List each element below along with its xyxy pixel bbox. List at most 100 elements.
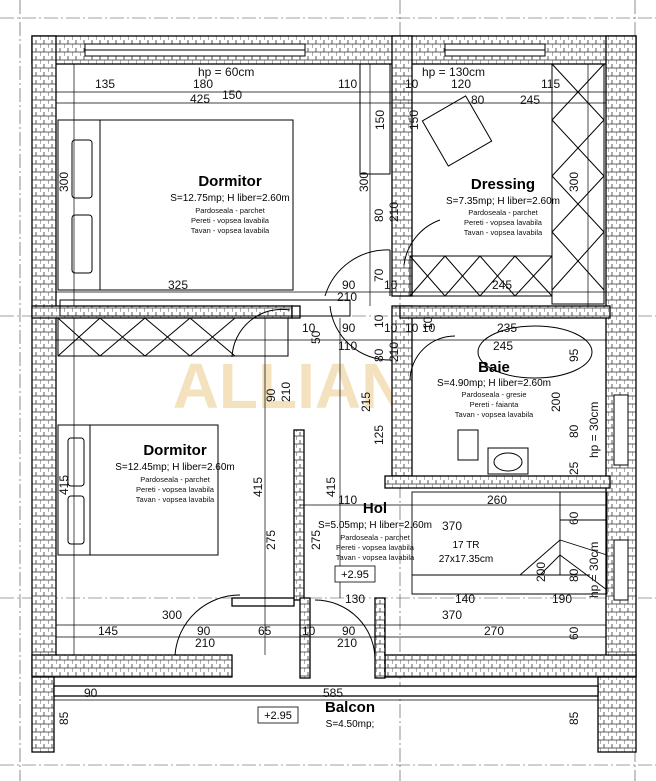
dimension-lines bbox=[54, 64, 606, 701]
dim-label: 90 bbox=[84, 686, 98, 700]
dim-label: 245 bbox=[492, 278, 512, 292]
dim-label: 10 bbox=[302, 624, 316, 638]
dim-label: 150 bbox=[373, 110, 387, 130]
dim-label: 370 bbox=[442, 519, 462, 533]
dim-label: 115 bbox=[541, 77, 560, 91]
dim-label: 245 bbox=[493, 339, 513, 353]
dim-label: 120 bbox=[451, 77, 471, 91]
dim-label: 415 bbox=[324, 477, 338, 497]
dim-label: 10 bbox=[405, 321, 419, 335]
room-area: S=5.05mp; H liber=2.60m bbox=[318, 520, 432, 531]
staircase bbox=[411, 491, 608, 595]
dim-label: 80 bbox=[372, 208, 386, 222]
dim-label: 415 bbox=[251, 477, 265, 497]
dim-label: 65 bbox=[258, 624, 272, 638]
dim-label: 110 bbox=[338, 77, 357, 91]
dim-label: 200 bbox=[534, 562, 548, 582]
dim-label: 90 bbox=[342, 278, 356, 292]
dim-label: 50 bbox=[309, 330, 323, 344]
dim-label: 10 bbox=[302, 321, 316, 335]
dim-label: 215 bbox=[359, 392, 373, 412]
dim-label: 210 bbox=[387, 202, 401, 222]
dim-label: 210 bbox=[337, 290, 357, 304]
dim-label: 10 bbox=[405, 77, 419, 91]
dim-label: 60 bbox=[567, 626, 581, 640]
room-label-dressing: Dressing S=7.35mp; H liber=2.60m Pardose… bbox=[446, 176, 560, 237]
dim-label: 90 bbox=[264, 388, 278, 402]
dim-label: 10 bbox=[421, 316, 435, 330]
dim-label: 25 bbox=[567, 461, 581, 475]
dim-label: 80 bbox=[567, 424, 581, 438]
hp-note-left: hp = 60cm bbox=[198, 65, 254, 79]
dim-label: 585 bbox=[323, 686, 343, 700]
room-finish: Pereti - vopsea lavabila bbox=[336, 543, 415, 552]
dim-label: 260 bbox=[487, 493, 507, 507]
dim-label: 425 bbox=[190, 92, 210, 106]
room-label-baie: Baie S=4.90mp; H liber=2.60m Pardoseala … bbox=[437, 359, 551, 419]
room-area: S=12.75mp; H liber=2.60m bbox=[170, 193, 290, 204]
dim-label: 80 bbox=[567, 568, 581, 582]
dim-label: 110 bbox=[338, 493, 357, 507]
dim-label: 180 bbox=[193, 77, 213, 91]
room-finish: Pardoseala - gresie bbox=[461, 390, 526, 399]
bath-fixtures bbox=[457, 325, 593, 475]
room-finish: Tavan - vopsea lavabila bbox=[464, 228, 543, 237]
room-area: S=12.45mp; H liber=2.60m bbox=[115, 462, 235, 473]
dim-label: 210 bbox=[195, 636, 215, 650]
dim-label: 90 bbox=[342, 321, 356, 335]
room-label-dormitor-1: Dormitor S=12.75mp; H liber=2.60m Pardos… bbox=[170, 173, 290, 235]
hp-note-side-bottom: hp = 30cm bbox=[587, 542, 601, 598]
hp-note-right: hp = 130cm bbox=[422, 65, 485, 79]
dim-label: 270 bbox=[484, 624, 504, 638]
dim-label: 90 bbox=[197, 624, 211, 638]
exterior-walls bbox=[31, 35, 637, 753]
dim-label: 210 bbox=[279, 382, 293, 402]
bed-top bbox=[57, 119, 294, 291]
room-name: Dormitor bbox=[143, 442, 206, 459]
wardrobe-top bbox=[59, 63, 391, 317]
dim-label: 245 bbox=[520, 93, 540, 107]
room-name: Dressing bbox=[471, 176, 535, 193]
room-finish: Pardoseala - parchet bbox=[195, 206, 266, 215]
dim-label: 210 bbox=[387, 342, 401, 362]
stairs-steps: 17 TR bbox=[452, 540, 479, 551]
desk-chair bbox=[421, 95, 493, 167]
dim-label: 85 bbox=[57, 711, 71, 725]
dim-label: 80 bbox=[471, 93, 485, 107]
watermark: ALLIAN bbox=[173, 350, 408, 422]
room-label-dormitor-2: Dormitor S=12.45mp; H liber=2.60m Pardos… bbox=[115, 442, 235, 504]
dim-label: 80 bbox=[372, 348, 386, 362]
dim-label: 210 bbox=[337, 636, 357, 650]
dim-label: 300 bbox=[162, 608, 182, 622]
level-text: +2.95 bbox=[264, 710, 292, 722]
level-marker-hol: +2.95 bbox=[334, 565, 376, 583]
dim-label: 70 bbox=[372, 268, 386, 282]
wardrobe-mid bbox=[57, 317, 289, 357]
dim-label: 300 bbox=[57, 172, 71, 192]
room-name: Hol bbox=[363, 500, 387, 517]
dressing-shelves bbox=[409, 63, 605, 305]
dim-label: 200 bbox=[549, 392, 563, 412]
dim-label: 150 bbox=[407, 110, 421, 130]
doors bbox=[174, 219, 456, 663]
level-text: +2.95 bbox=[341, 569, 369, 581]
dim-label: 275 bbox=[264, 530, 278, 550]
dim-label: 10 bbox=[384, 321, 398, 335]
room-finish: Pardoseala - parchet bbox=[140, 475, 211, 484]
dim-label: 275 bbox=[309, 530, 323, 550]
room-finish: Tavan - vopsea lavabila bbox=[336, 553, 415, 562]
room-finish: Pereti - vopsea lavabila bbox=[464, 218, 543, 227]
dim-label: 190 bbox=[552, 592, 572, 606]
dim-label: 110 bbox=[338, 339, 357, 353]
room-area: S=7.35mp; H liber=2.60m bbox=[446, 196, 560, 207]
room-name: Baie bbox=[478, 359, 510, 376]
room-finish: Pardoseala - parchet bbox=[340, 533, 411, 542]
room-finish: Tavan - vopsea lavabila bbox=[136, 495, 215, 504]
dim-label: 10 bbox=[372, 314, 386, 328]
room-finish: Tavan - vopsea lavabila bbox=[455, 410, 534, 419]
interior-walls bbox=[31, 35, 611, 679]
dim-label: 140 bbox=[455, 592, 475, 606]
stairs-size: 27x17.35cm bbox=[439, 554, 493, 565]
dim-label: 90 bbox=[342, 624, 356, 638]
room-name: Dormitor bbox=[198, 173, 261, 190]
